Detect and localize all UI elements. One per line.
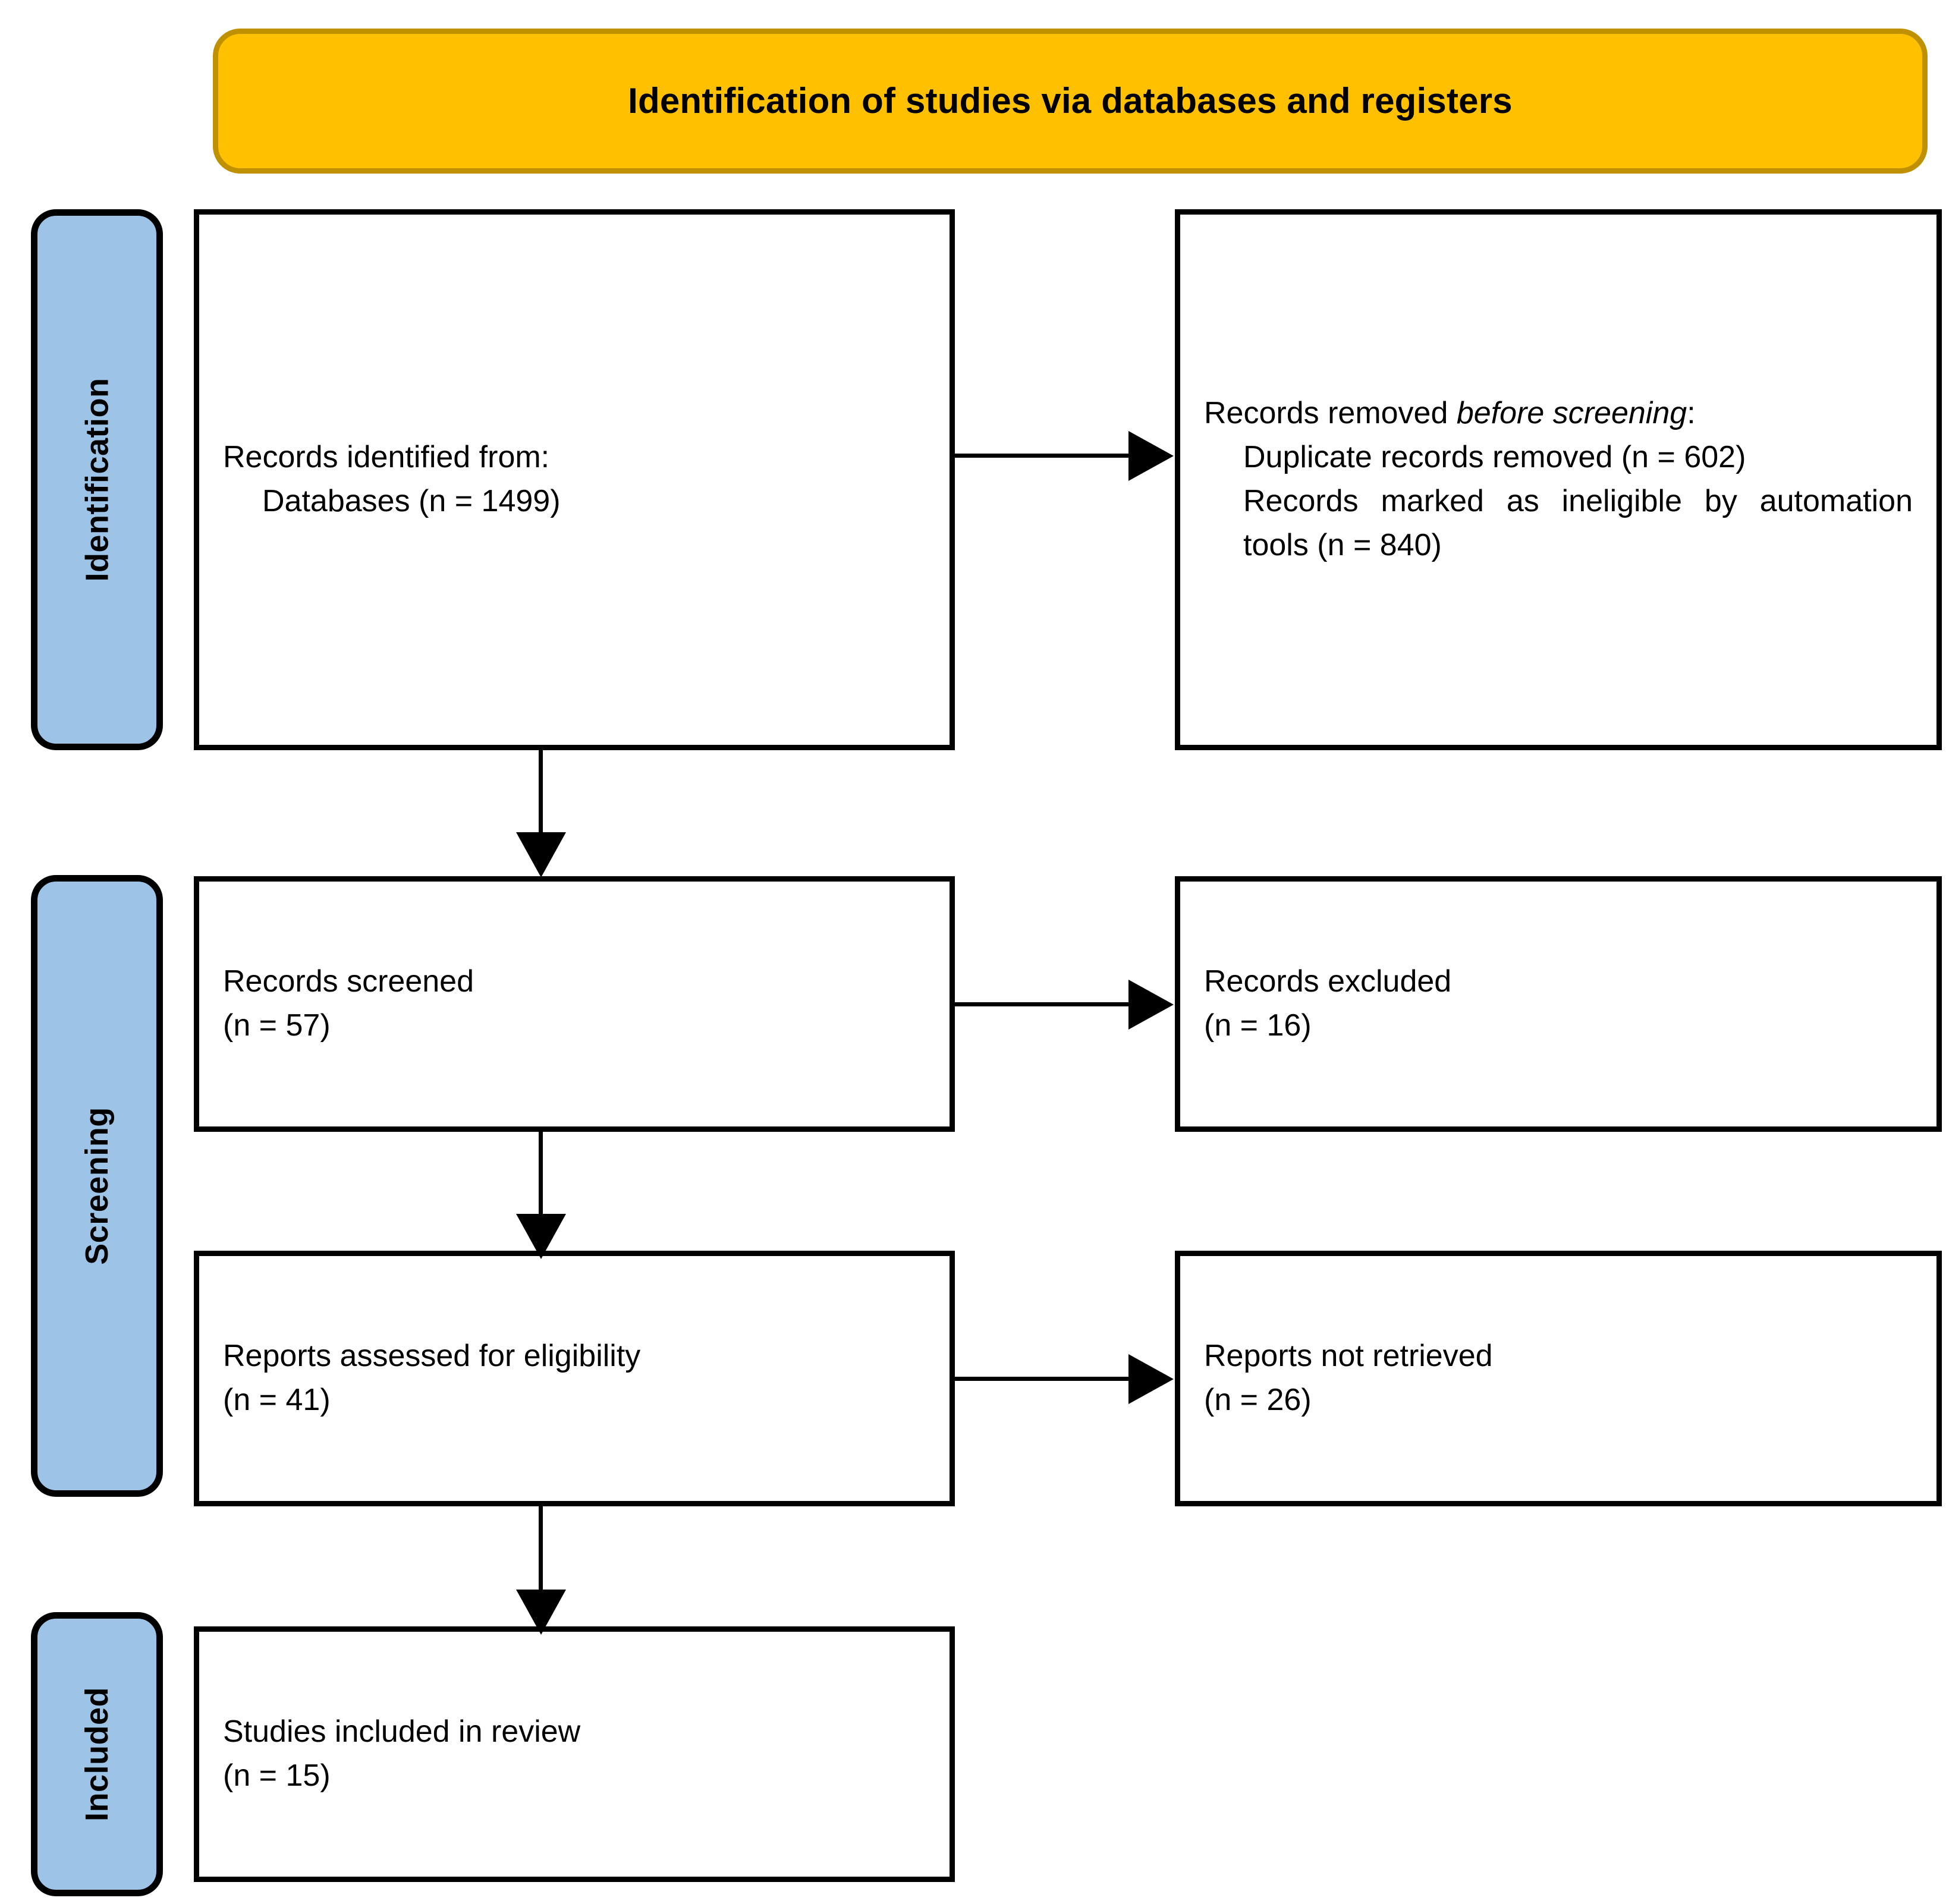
arrow-line-assessed-to-not-retrieved [955, 1377, 1133, 1381]
stage-label-identification: Identification [31, 209, 163, 750]
reports-not-retrieved-label: Reports not retrieved [1204, 1339, 1493, 1374]
records-screened-label: Records screened [223, 964, 474, 999]
box-records-excluded: Records excluded (n = 16) [1175, 876, 1942, 1132]
records-identified-line1: Records identified from: [223, 440, 550, 475]
records-excluded-label: Records excluded [1204, 964, 1452, 999]
box-reports-not-retrieved: Reports not retrieved (n = 26) [1175, 1251, 1942, 1506]
diagram-header-banner: Identification of studies via databases … [213, 29, 1928, 174]
records-removed-heading: Records removed before screening: [1204, 392, 1913, 436]
records-removed-heading-prefix: Records removed [1204, 396, 1457, 431]
stage-label-screening: Screening [31, 875, 163, 1497]
diagram-header-title: Identification of studies via databases … [628, 81, 1513, 121]
duplicate-records-removed: Duplicate records removed (n = 602) [1243, 440, 1746, 475]
box-records-removed-before-screening: Records removed before screening: Duplic… [1175, 209, 1942, 750]
stage-label-identification-text: Identification [79, 377, 115, 582]
records-screened-count: (n = 57) [223, 1008, 331, 1043]
records-marked-ineligible: Records marked as ineligible by automati… [1243, 484, 1913, 562]
arrow-line-identified-to-screened [539, 750, 543, 838]
studies-included-count: (n = 15) [223, 1758, 331, 1793]
reports-assessed-label: Reports assessed for eligibility [223, 1339, 641, 1374]
stage-label-screening-text: Screening [79, 1107, 115, 1265]
records-removed-heading-italic: before screening [1456, 396, 1687, 431]
studies-included-label: Studies included in review [223, 1714, 581, 1749]
stage-label-included: Included [31, 1612, 163, 1896]
records-excluded-count: (n = 16) [1204, 1008, 1312, 1043]
arrow-head-down-icon [516, 1214, 566, 1259]
arrow-head-right-icon [1128, 980, 1174, 1030]
arrow-line-screened-to-assessed [539, 1132, 543, 1220]
reports-not-retrieved-count: (n = 26) [1204, 1383, 1312, 1417]
box-reports-assessed-for-eligibility: Reports assessed for eligibility (n = 41… [194, 1251, 955, 1506]
arrow-head-right-icon [1128, 431, 1174, 481]
box-records-screened: Records screened (n = 57) [194, 876, 955, 1132]
arrow-line-assessed-to-included [539, 1506, 543, 1595]
box-records-identified: Records identified from: Databases (n = … [194, 209, 955, 750]
stage-label-included-text: Included [79, 1686, 115, 1822]
arrow-line-screened-to-excluded [955, 1002, 1133, 1006]
arrow-head-down-icon [516, 832, 566, 877]
arrow-head-down-icon [516, 1590, 566, 1635]
box-studies-included-in-review: Studies included in review (n = 15) [194, 1626, 955, 1882]
arrow-line-identified-to-removed [955, 454, 1133, 458]
records-removed-heading-suffix: : [1687, 396, 1696, 431]
reports-assessed-count: (n = 41) [223, 1383, 331, 1417]
arrow-head-right-icon [1128, 1354, 1174, 1404]
records-identified-databases: Databases (n = 1499) [262, 484, 561, 518]
